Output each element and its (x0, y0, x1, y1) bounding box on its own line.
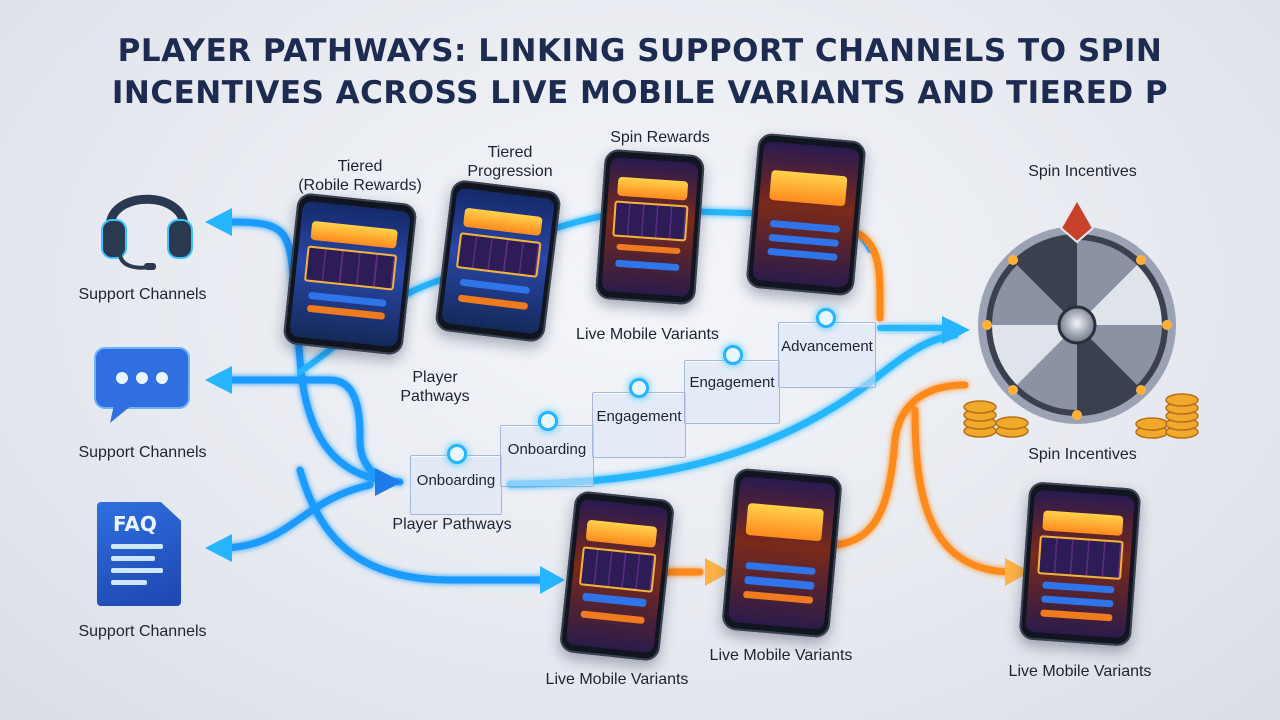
progress-dot-1 (447, 444, 467, 464)
title-line-2: INCENTIVES ACROSS LIVE MOBILE VARIANTS A… (111, 75, 1169, 111)
orange-flow-down (911, 406, 1014, 576)
player-pathways-label: Player Pathways (385, 368, 485, 406)
coin-stack-icon (963, 400, 1029, 438)
stair-label-engagement-2: Engagement (689, 374, 775, 391)
blue-flow-main (506, 331, 959, 488)
arrowhead-headset (205, 208, 232, 236)
coin-stack-icon-right (1135, 393, 1199, 439)
arrowhead-bottom (540, 566, 565, 594)
live-variants-label-b3: Live Mobile Variants (1008, 663, 1152, 680)
arrowhead-orange-right (1005, 558, 1030, 586)
live-variants-label-b2: Live Mobile Variants (709, 647, 853, 664)
tiered-rewards-label: Tiered (Robile Rewards) (285, 157, 435, 195)
support-label-2: Support Channels (78, 444, 207, 461)
tiered-rewards-line-1: Tiered (337, 158, 383, 175)
orange-flow-top (846, 226, 884, 322)
live-variants-label-b1: Live Mobile Variants (545, 671, 689, 688)
phone-jackpot (745, 132, 867, 297)
phone-live-variant-1 (558, 490, 676, 662)
support-label-1: Support Channels (78, 286, 207, 303)
blue-flow-top (226, 218, 384, 484)
stair-onboarding-1: Onboarding (410, 455, 502, 515)
stair-label-engagement-1: Engagement (596, 408, 682, 425)
faq-text: FAQ (113, 512, 157, 536)
faq-document-icon: FAQ (97, 502, 181, 606)
stair-onboarding-2: Onboarding (500, 425, 594, 487)
spin-incentives-label-top: Spin Incentives (1028, 163, 1137, 180)
phone-tiered-progression (434, 178, 562, 344)
stair-engagement-1: Engagement (592, 392, 686, 458)
stair-label-onboarding-2: Onboarding (507, 441, 587, 458)
player-pathways-line-2: Pathways (400, 388, 470, 405)
player-pathways-label-bottom: Player Pathways (392, 516, 512, 533)
title-line-1: PLAYER PATHWAYS: LINKING SUPPORT CHANNEL… (117, 33, 1163, 69)
live-variants-label-top: Live Mobile Variants (576, 326, 719, 343)
spin-rewards-label: Spin Rewards (610, 129, 710, 146)
phone-tiered-rewards (282, 192, 418, 356)
arrowhead-wheel (942, 316, 970, 344)
arrowhead-chat (205, 366, 232, 394)
arrowhead-center (375, 468, 402, 496)
page-title: PLAYER PATHWAYS: LINKING SUPPORT CHANNEL… (0, 30, 1280, 114)
progress-dot-4 (723, 345, 743, 365)
arrowhead-orange-mid (705, 558, 730, 586)
spin-incentives-label-mid: Spin Incentives (1028, 446, 1137, 463)
player-pathways-line-1: Player (412, 369, 458, 386)
stair-label-onboarding-1: Onboarding (416, 472, 496, 489)
progress-dot-5 (816, 308, 836, 328)
arrowhead-faq (205, 534, 232, 562)
progress-dot-2 (538, 411, 558, 431)
blue-flow-bottom (296, 466, 549, 584)
blue-flow-faq (216, 481, 374, 552)
chat-bubble-icon (94, 347, 190, 423)
phone-live-variant-2 (721, 467, 843, 639)
tiered-progression-line-2: Progression (467, 163, 553, 180)
headset-icon (101, 194, 193, 270)
stair-advancement: Advancement (778, 322, 876, 388)
tiered-progression-line-1: Tiered (487, 144, 533, 161)
blue-flow-chat (216, 376, 404, 486)
support-label-3: Support Channels (78, 623, 207, 640)
stair-engagement-2: Engagement (684, 360, 780, 424)
tiered-progression-label: Tiered Progression (440, 143, 580, 181)
phone-spin-rewards (594, 148, 706, 306)
prize-wheel-icon (978, 197, 1176, 424)
tiered-rewards-line-2: (Robile Rewards) (298, 177, 422, 194)
orange-flow-right (831, 381, 969, 549)
phone-live-variant-3 (1018, 481, 1142, 647)
stair-label-advancement: Advancement (781, 338, 873, 355)
progress-dot-3 (629, 378, 649, 398)
